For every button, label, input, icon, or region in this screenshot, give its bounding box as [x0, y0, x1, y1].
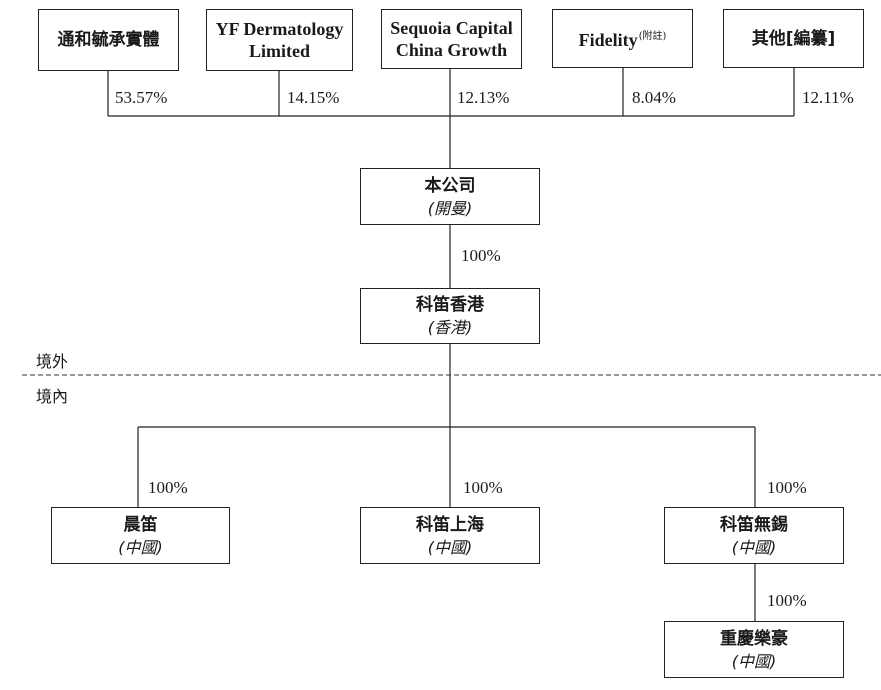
shareholder-name-line1: Sequoia Capital [390, 18, 513, 38]
company-to-hk-pct: 100% [461, 246, 501, 265]
hk-subsidiary-box: 科笛香港 (香港) [360, 288, 540, 344]
subsidiary-box-chendi: 晨笛 (中國) [51, 507, 230, 564]
shareholder-box-fidelity: Fidelity(附註) [552, 9, 693, 68]
hk-jurisdiction: (香港) [427, 318, 473, 337]
shareholder-pct: 8.04% [632, 88, 676, 107]
shareholder-name: Fidelity(附註) [579, 26, 667, 51]
subsidiary-jurisdiction: (中國) [731, 537, 777, 557]
sub-subsidiary-name: 重慶樂豪 [720, 628, 788, 649]
subsidiary-box-shanghai: 科笛上海 (中國) [360, 507, 540, 564]
shareholder-box-tonghe: 通和毓承實體 [38, 9, 179, 71]
subsidiary-jurisdiction: (中國) [118, 537, 163, 557]
subsidiary-box-wuxi: 科笛無錫 (中國) [664, 507, 844, 564]
shareholder-pct: 12.11% [802, 88, 854, 107]
sub-subsidiary-box-chongqing: 重慶樂豪 (中國) [664, 621, 844, 678]
sub-subsidiary-jurisdiction: (中國) [731, 651, 777, 671]
shareholder-box-yf-dermatology: YF Dermatology Limited [206, 9, 353, 71]
fidelity-label: Fidelity [578, 30, 638, 50]
company-box: 本公司 (開曼) [360, 168, 540, 225]
hk-name: 科笛香港 [416, 295, 484, 315]
shareholder-name: 其他[編纂] [751, 28, 836, 49]
shareholder-name: 通和毓承實體 [57, 30, 160, 50]
subsidiary-name: 科笛上海 [416, 514, 484, 535]
shareholder-pct: 12.13% [457, 88, 510, 107]
shareholder-pct: 53.57% [115, 88, 168, 107]
subsidiary-pct: 100% [463, 478, 503, 497]
company-name: 本公司 [424, 175, 476, 196]
company-jurisdiction: (開曼) [427, 198, 473, 218]
shareholder-pct: 14.15% [287, 88, 340, 107]
fidelity-note: (附註) [638, 31, 667, 42]
sub-subsidiary-pct: 100% [767, 591, 807, 610]
shareholder-box-sequoia: Sequoia Capital China Growth [381, 9, 522, 69]
subsidiary-name: 晨笛 [123, 514, 158, 535]
subsidiary-name: 科笛無錫 [720, 514, 788, 535]
subsidiary-pct: 100% [767, 478, 807, 497]
subsidiary-pct: 100% [148, 478, 188, 497]
shareholder-name-line1: YF Dermatology [215, 19, 344, 39]
shareholder-name-line2: Limited [249, 41, 310, 61]
onshore-label: 境內 [36, 387, 69, 406]
shareholder-box-others: 其他[編纂] [723, 9, 864, 68]
offshore-label: 境外 [36, 352, 69, 371]
shareholder-name-line2: China Growth [395, 40, 508, 60]
subsidiary-jurisdiction: (中國) [427, 537, 473, 557]
